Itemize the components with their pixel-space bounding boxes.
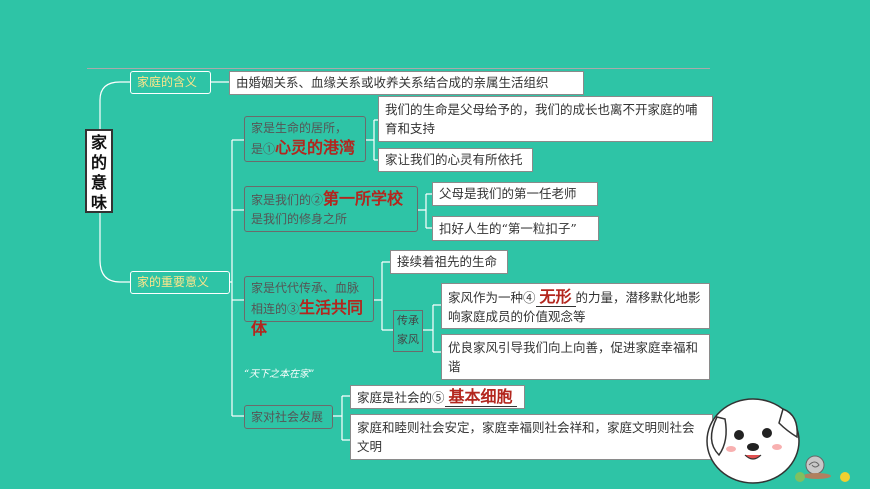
answer-3: 生活共同体 — [251, 298, 364, 338]
branch3-leaf-3: 优良家风引导我们向上向善，促进家庭幸福和谐 — [441, 334, 710, 380]
meaning-node: 家庭的含义 — [130, 71, 211, 94]
branch2-text-b: 是我们的修身之所 — [251, 212, 348, 226]
branch3-leaf2-a: 家风作为一种④ — [448, 290, 536, 305]
answer-2: 第一所学校 — [323, 189, 404, 208]
branch2-leaf-1: 父母是我们的第一任老师 — [432, 182, 598, 206]
branch1-leaf-2: 家让我们的心灵有所依托 — [378, 148, 533, 172]
branch3-text-b: 相连的③ — [251, 302, 300, 316]
branch1-text-a: 家是生命的居所， — [251, 121, 348, 135]
answer-5: 基本细胞 — [444, 387, 517, 407]
branch4-leaf-2: 家庭和睦则社会安定，家庭幸福则社会祥和，家庭文明则社会文明 — [350, 414, 713, 460]
cartoon-dog-decoration — [706, 398, 850, 484]
branch3-leaf2-b: 的力量，潜移默化地影响家庭成员的价值观念等 — [448, 290, 701, 324]
branch-life-community: 家是代代传承、血脉 相连的③生活共同体 — [244, 276, 374, 338]
branch-home-residence: 家是生命的居所， 是①心灵的港湾 — [244, 116, 366, 162]
answer-1: 心灵的港湾 — [275, 138, 356, 157]
branch-first-school: 家是我们的②第一所学校 是我们的修身之所 — [244, 186, 418, 232]
branch1-leaf-1: 我们的生命是父母给予的，我们的成长也离不开家庭的哺育和支持 — [378, 96, 713, 142]
branch3-text-a: 家是代代传承、血脉 — [251, 281, 360, 295]
meaning-definition: 由婚姻关系、血缘关系或收养关系结合成的亲属生活组织 — [229, 71, 584, 95]
family-tradition-label: 传承家风 — [393, 310, 423, 352]
top-rule — [87, 68, 710, 69]
answer-4: 无形 — [535, 287, 576, 307]
importance-node: 家的重要意义 — [130, 271, 230, 294]
branch2-text-a: 家是我们的② — [251, 193, 324, 207]
tagline: “天下之本在家” — [244, 369, 315, 380]
branch3-leaf-1: 接续着祖先的生命 — [390, 250, 508, 274]
branch1-text-b: 是① — [251, 142, 276, 156]
branch2-leaf-2: 扣好人生的“第一粒扣子” — [432, 216, 599, 241]
branch4-leaf1-a: 家庭是社会的⑤ — [357, 390, 445, 405]
diagram-title: 家的意味 — [85, 129, 113, 213]
branch-society: 家对社会发展 — [244, 405, 333, 429]
